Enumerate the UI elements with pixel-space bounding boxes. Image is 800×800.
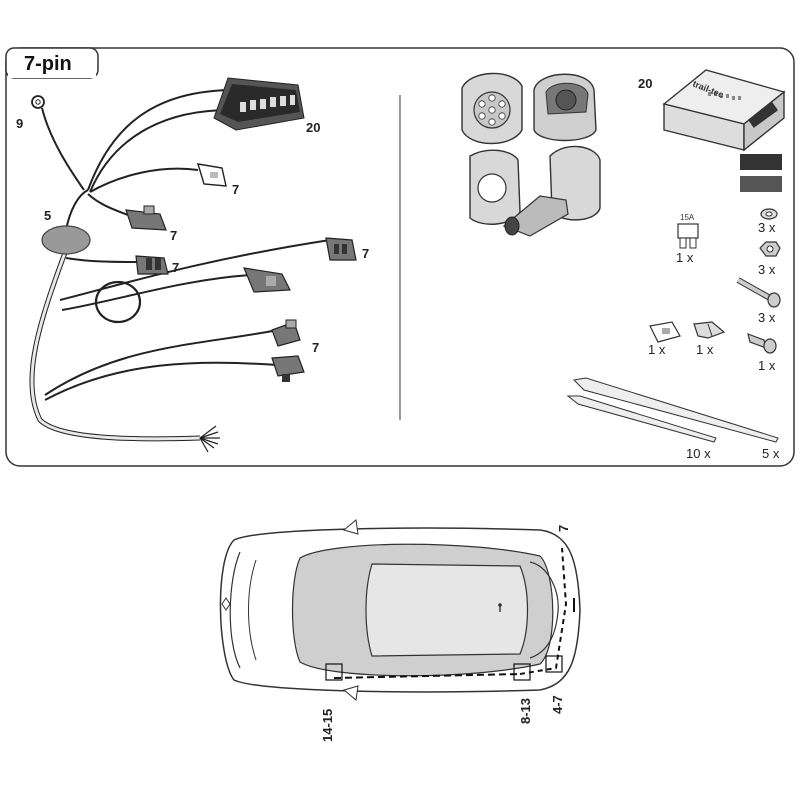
nut <box>759 241 781 257</box>
label-rear-socket: 7 <box>556 525 571 532</box>
connector-qty: 1 x <box>648 342 666 357</box>
label-pins-4-7: 4-7 <box>550 695 565 714</box>
grommet <box>41 225 91 255</box>
label-ring-terminal: 9 <box>16 116 23 131</box>
fuse-rating: 15A <box>680 213 695 222</box>
fuse <box>677 223 699 249</box>
wiring-route <box>333 547 575 679</box>
connector-d <box>325 237 357 261</box>
connector-c <box>135 255 169 275</box>
connector-block <box>213 77 305 131</box>
socket-front <box>461 72 523 145</box>
nut-qty: 3 x <box>758 262 776 277</box>
fuse-qty: 1 x <box>676 250 694 265</box>
screw <box>747 333 777 354</box>
connector-e <box>271 319 305 382</box>
marker-4-7 <box>545 655 563 673</box>
connector-b <box>125 205 167 231</box>
label-conn-c: 7 <box>172 260 179 275</box>
washer <box>760 208 778 220</box>
wire-ends <box>199 425 220 453</box>
label-module: 20 <box>638 76 652 91</box>
connector-mid <box>243 267 291 293</box>
velcro-pad-bottom <box>740 176 782 192</box>
mounting-plate <box>502 145 601 237</box>
ring-terminal <box>31 95 45 109</box>
bolt-qty: 3 x <box>758 310 776 325</box>
tie-long-qty: 5 x <box>762 446 780 461</box>
marker-8-13 <box>513 663 531 681</box>
tie-short-qty: 10 x <box>686 446 711 461</box>
small-connector <box>649 321 681 343</box>
label-grommet: 5 <box>44 208 51 223</box>
label-connector-block: 20 <box>306 120 320 135</box>
gasket <box>469 149 521 225</box>
cable-ties <box>566 377 779 443</box>
wiring-harness <box>29 89 331 442</box>
car-top-view <box>219 519 581 701</box>
white-connector <box>197 163 227 187</box>
label-conn-b: 7 <box>170 228 177 243</box>
bolt <box>736 277 781 308</box>
label-pins-8-13: 8-13 <box>518 698 533 724</box>
washer-qty: 3 x <box>758 220 776 235</box>
socket-side <box>533 73 597 142</box>
velcro-pad-top <box>740 154 782 170</box>
marker-14-15 <box>325 663 343 681</box>
label-conn-a: 7 <box>232 182 239 197</box>
control-module <box>662 69 786 152</box>
page-title: 7-pin <box>24 53 72 75</box>
kit-panel-frame <box>5 47 795 467</box>
label-conn-d: 7 <box>362 246 369 261</box>
label-conn-e: 7 <box>312 340 319 355</box>
label-pins-14-15: 14-15 <box>320 709 335 742</box>
spade-terminal <box>693 321 726 339</box>
spade-qty: 1 x <box>696 342 714 357</box>
screw-qty: 1 x <box>758 358 776 373</box>
